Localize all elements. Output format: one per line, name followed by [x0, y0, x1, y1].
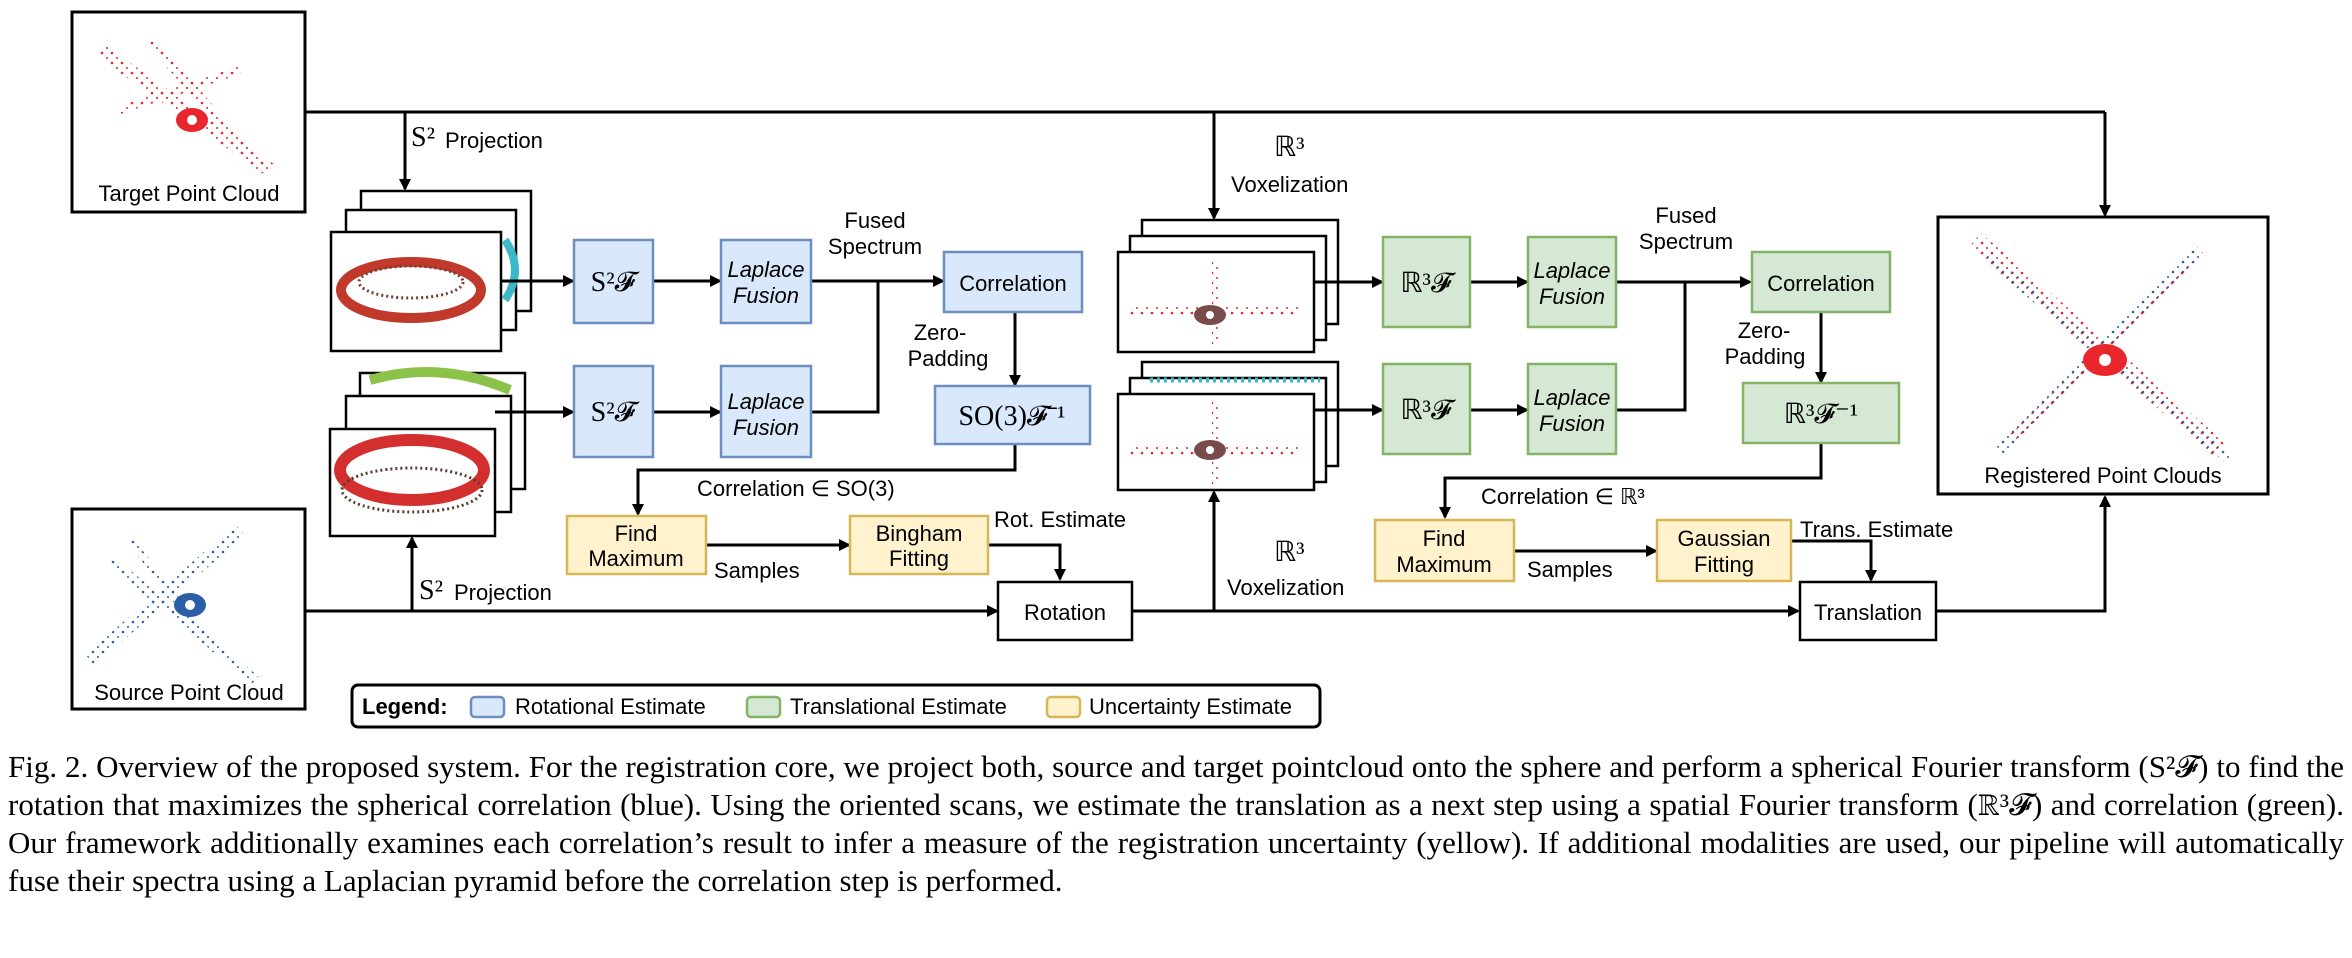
r3-inverse-block: ℝ³𝓕⁻¹: [1741, 381, 1901, 445]
find-maximum-block-trans: Find Maximum: [1373, 518, 1516, 583]
correlation-label: Correlation: [1767, 271, 1875, 296]
correlation-block-blue: Correlation: [942, 250, 1084, 314]
laplace-fusion-block-bottom-green: Laplace Fusion: [1526, 362, 1618, 456]
rotation-label: Rotation: [1024, 600, 1106, 625]
so3-inverse-block: SO(3)𝓕⁻¹: [933, 384, 1092, 446]
legend: Legend: Rotational Estimate Translationa…: [350, 683, 1322, 729]
voxelization-label-top: Voxelization: [1231, 172, 1348, 197]
s2-symbol-bottom: S²: [419, 575, 443, 606]
target-cloud-image: [95, 36, 275, 176]
spherical-projection-stack-bottom: [328, 367, 527, 538]
translation-label: Translation: [1814, 600, 1922, 625]
s2f-block-top: S²𝓕: [572, 238, 655, 325]
zero-padding-label-line1: Zero-: [914, 320, 967, 345]
legend-item-uncertainty: Uncertainty Estimate: [1089, 694, 1292, 719]
source-cloud-image: [85, 524, 259, 684]
legend-item-rotational: Rotational Estimate: [515, 694, 706, 719]
laplace-fusion-block-bottom-blue: Laplace Fusion: [719, 364, 813, 459]
s2-symbol-top: S²: [411, 122, 435, 153]
projection-label-top: Projection: [445, 128, 543, 153]
laplace-label-line1: Laplace: [727, 389, 804, 414]
bingham-label-line2: Fitting: [889, 546, 949, 571]
rot-estimate-label: Rot. Estimate: [994, 507, 1126, 532]
laplace-label-line2: Fusion: [733, 415, 799, 440]
so3-inverse-label: SO(3)𝓕⁻¹: [958, 401, 1065, 432]
edge-labels: S² Projection S² Projection ℝ³ Voxelizat…: [411, 122, 1953, 606]
registered-cloud-image: [1969, 233, 2234, 464]
s2f-block-bottom: S²𝓕: [572, 364, 655, 459]
laplace-label-line1: Laplace: [1533, 258, 1610, 283]
target-point-cloud: Target Point Cloud: [70, 10, 307, 214]
find-maximum-label-line2: Maximum: [1396, 552, 1491, 577]
pipeline-diagram: Target Point Cloud Source Point Cloud Re…: [70, 10, 2270, 729]
samples-label-rot: Samples: [714, 558, 800, 583]
fused-spectrum-label-line2: Spectrum: [1639, 229, 1733, 254]
gaussian-label-line2: Fitting: [1694, 552, 1754, 577]
legend-swatch-rotational: [469, 695, 506, 719]
legend-title: Legend:: [362, 694, 448, 719]
gaussian-label-line1: Gaussian: [1678, 526, 1771, 551]
laplace-label-line1: Laplace: [727, 257, 804, 282]
find-maximum-label-line2: Maximum: [588, 546, 683, 571]
legend-swatch-uncertainty: [1045, 695, 1082, 719]
voxel-stack-top: [1116, 218, 1340, 354]
gaussian-fitting-block: Gaussian Fitting: [1655, 518, 1793, 583]
laplace-label-line2: Fusion: [1539, 284, 1605, 309]
voxel-stack-bottom: [1116, 360, 1340, 492]
r3f-block-top: ℝ³𝓕: [1381, 235, 1472, 329]
r3-symbol-bottom: ℝ³: [1274, 537, 1305, 568]
r3-inverse-label: ℝ³𝓕⁻¹: [1784, 399, 1858, 430]
translation-block: Translation: [1798, 580, 1938, 642]
zero-padding-label-line2: Padding: [1725, 344, 1806, 369]
fused-spectrum-label-line1: Fused: [1655, 203, 1716, 228]
correlation-block-green: Correlation: [1750, 250, 1892, 314]
s2f-label-bottom: S²𝓕: [591, 397, 641, 428]
bingham-fitting-block: Bingham Fitting: [848, 514, 990, 576]
voxelization-label-bottom: Voxelization: [1227, 575, 1344, 600]
r3f-block-bottom: ℝ³𝓕: [1381, 362, 1472, 456]
laplace-label-line2: Fusion: [733, 283, 799, 308]
spherical-projection-stack-top: [329, 189, 533, 353]
legend-swatch-translational: [745, 695, 782, 719]
r3-symbol-top: ℝ³: [1274, 132, 1305, 163]
zero-padding-label-line2: Padding: [908, 346, 989, 371]
correlation-label: Correlation: [959, 271, 1067, 296]
registered-point-clouds: Registered Point Clouds: [1936, 215, 2270, 496]
zero-padding-label-line1: Zero-: [1738, 318, 1791, 343]
rotation-block: Rotation: [996, 580, 1134, 642]
trans-estimate-label: Trans. Estimate: [1800, 517, 1953, 542]
find-maximum-label-line1: Find: [615, 521, 658, 546]
bingham-label-line1: Bingham: [876, 521, 963, 546]
r3f-label-top: ℝ³𝓕: [1400, 268, 1457, 299]
laplace-fusion-block-top-blue: Laplace Fusion: [719, 238, 813, 325]
correlation-so3-label: Correlation ∈ SO(3): [697, 476, 895, 501]
legend-item-translational: Translational Estimate: [790, 694, 1007, 719]
laplace-label-line2: Fusion: [1539, 411, 1605, 436]
fused-spectrum-label-line2: Spectrum: [828, 234, 922, 259]
fused-spectrum-label-line1: Fused: [844, 208, 905, 233]
target-cloud-label: Target Point Cloud: [99, 181, 280, 206]
laplace-fusion-block-top-green: Laplace Fusion: [1526, 235, 1618, 329]
laplace-label-line1: Laplace: [1533, 385, 1610, 410]
find-maximum-block-rot: Find Maximum: [565, 514, 708, 576]
s2f-label-top: S²𝓕: [591, 267, 641, 298]
r3f-label-bottom: ℝ³𝓕: [1400, 395, 1457, 426]
source-point-cloud: Source Point Cloud: [70, 507, 307, 711]
figure-caption: Fig. 2. Overview of the proposed system.…: [8, 749, 2344, 898]
projection-label-bottom: Projection: [454, 580, 552, 605]
find-maximum-label-line1: Find: [1423, 526, 1466, 551]
samples-label-trans: Samples: [1527, 557, 1613, 582]
source-cloud-label: Source Point Cloud: [94, 680, 284, 705]
registered-cloud-label: Registered Point Clouds: [1984, 463, 2221, 488]
correlation-r3-label: Correlation ∈ ℝ³: [1481, 484, 1645, 509]
